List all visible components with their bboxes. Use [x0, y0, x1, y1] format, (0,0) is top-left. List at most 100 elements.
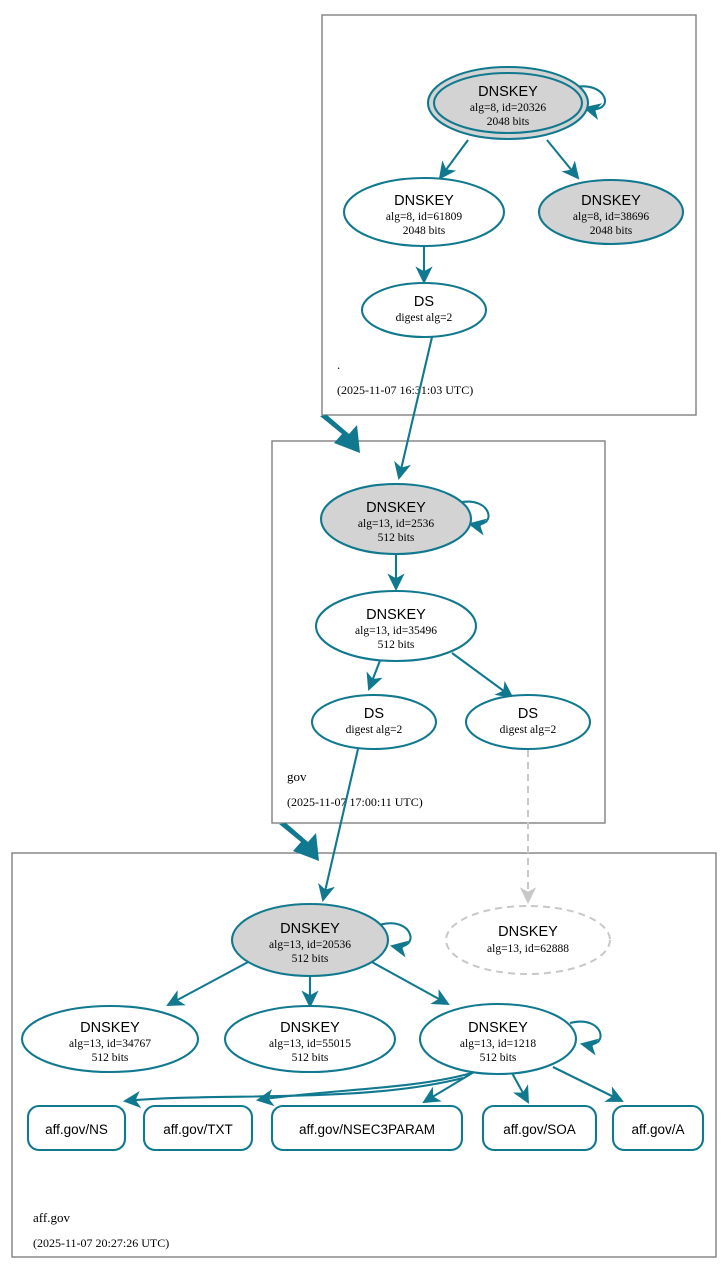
rrset-aff-gov-nsec3param[interactable]: aff.gov/NSEC3PARAM [270, 1104, 464, 1152]
edge-aff-20536-to-1218 [369, 960, 450, 1006]
node-root-ksk-20326[interactable]: DNSKEY alg=8, id=20326 2048 bits [426, 65, 590, 141]
zone-root: . (2025-11-07 16:31:03 UTC) [321, 14, 697, 416]
node-aff-key-55015-title: DNSKEY [280, 1020, 340, 1036]
node-aff-ksk-20536[interactable]: DNSKEY alg=13, id=20536 512 bits [230, 902, 390, 978]
node-root-ksk-20326-title: DNSKEY [478, 84, 538, 100]
rrset-aff-gov-nsec3param-label: aff.gov/NSEC3PARAM [299, 1122, 435, 1137]
node-gov-zsk-35496-title: DNSKEY [366, 607, 426, 623]
node-gov-ds-a-line2: digest alg=2 [346, 724, 403, 736]
edge-aff-1218-to-soa [511, 1072, 530, 1104]
node-aff-key-34767-line3: 512 bits [92, 1052, 129, 1064]
rrset-aff-gov-a-label: aff.gov/A [631, 1122, 684, 1137]
node-root-ksk-20326-line2: alg=8, id=20326 [470, 102, 546, 114]
zone-root-timestamp: (2025-11-07 16:31:03 UTC) [337, 383, 473, 397]
rrset-aff-gov-txt[interactable]: aff.gov/TXT [142, 1104, 254, 1152]
node-root-zsk-61809-title: DNSKEY [394, 193, 454, 209]
node-root-ds-gov[interactable]: DS digest alg=2 [360, 281, 488, 339]
node-gov-zsk-35496[interactable]: DNSKEY alg=13, id=35496 512 bits [314, 589, 478, 663]
rrset-aff-gov-nsec3param-box [270, 1104, 464, 1152]
node-gov-ds-b-line2: digest alg=2 [500, 724, 557, 736]
rrset-aff-gov-soa[interactable]: aff.gov/SOA [481, 1104, 598, 1152]
node-root-key-38696-line3: 2048 bits [590, 225, 633, 237]
node-root-zsk-61809[interactable]: DNSKEY alg=8, id=61809 2048 bits [342, 176, 506, 248]
node-aff-key-62888[interactable]: DNSKEY alg=13, id=62888 [445, 905, 611, 975]
node-root-ksk-20326-inner [432, 71, 584, 135]
zone-affgov-border [11, 852, 717, 1258]
node-gov-zsk-35496-ellipse [314, 589, 478, 663]
edge-aff-1218-to-txt [255, 1071, 473, 1107]
node-aff-key-34767[interactable]: DNSKEY alg=13, id=34767 512 bits [20, 1004, 200, 1074]
node-gov-zsk-35496-line3: 512 bits [378, 639, 415, 651]
node-root-key-38696[interactable]: DNSKEY alg=8, id=38696 2048 bits [537, 178, 685, 246]
edge-root-ds-to-gov-ksk [394, 336, 434, 481]
node-root-zsk-61809-line3: 2048 bits [403, 225, 446, 237]
node-gov-ksk-2536[interactable]: DNSKEY alg=13, id=2536 512 bits [319, 482, 473, 556]
root-edges [415, 85, 606, 285]
edge-gov-35496-to-ds-a [366, 657, 383, 691]
node-gov-ksk-2536-ellipse [319, 482, 473, 556]
affgov-edges [122, 922, 624, 1109]
edge-aff-1218-to-a [552, 1066, 624, 1102]
zone-root-label: . [337, 357, 340, 372]
rrset-aff-gov-ns-box [26, 1104, 127, 1152]
node-gov-ksk-2536-title: DNSKEY [366, 500, 426, 516]
zone-gov-label: gov [287, 769, 307, 784]
zone-gov-timestamp: (2025-11-07 17:00:11 UTC) [287, 795, 423, 809]
edge-gov-2536-self [456, 500, 490, 536]
node-gov-zsk-35496-line2: alg=13, id=35496 [355, 625, 437, 637]
rrset-aff-gov-ns[interactable]: aff.gov/NS [26, 1104, 127, 1152]
rrset-aff-gov-a[interactable]: aff.gov/A [611, 1104, 705, 1152]
rrset-aff-gov-a-box [611, 1104, 705, 1152]
rrset-aff-gov-txt-box [142, 1104, 254, 1152]
zone-root-border [321, 14, 697, 416]
delegation-root-to-gov-arrow [320, 415, 360, 453]
edge-aff-1218-to-nsec3param [422, 1068, 480, 1104]
node-aff-key-55015-ellipse [223, 1004, 397, 1074]
node-aff-key-1218-line3: 512 bits [480, 1052, 517, 1064]
edge-aff-1218-to-ns [122, 1076, 464, 1109]
node-aff-key-55015-line2: alg=13, id=55015 [269, 1038, 351, 1050]
node-gov-ds-a[interactable]: DS digest alg=2 [310, 693, 438, 751]
zone-gov-border [271, 440, 606, 824]
edge-gov-35496-to-ds-b [451, 652, 514, 699]
gov-edges [366, 500, 514, 699]
node-root-key-38696-title: DNSKEY [581, 193, 641, 209]
edge-root-20326-self [570, 85, 606, 121]
rrset-aff-gov-ns-label: aff.gov/NS [45, 1122, 108, 1137]
edge-root-20326-to-38696 [546, 139, 580, 180]
rrset-aff-gov-soa-box [481, 1104, 598, 1152]
edge-aff-20536-self [378, 922, 412, 958]
zone-affgov-label: aff.gov [33, 1210, 70, 1225]
node-aff-key-1218[interactable]: DNSKEY alg=13, id=1218 512 bits [418, 1002, 578, 1076]
node-aff-ksk-20536-title: DNSKEY [280, 921, 340, 937]
node-aff-ksk-20536-ellipse [230, 902, 390, 978]
node-aff-key-1218-line2: alg=13, id=1218 [460, 1038, 536, 1050]
node-root-ksk-20326-line3: 2048 bits [487, 116, 530, 128]
node-aff-key-1218-ellipse [418, 1002, 578, 1076]
node-aff-key-34767-line2: alg=13, id=34767 [69, 1038, 151, 1050]
node-gov-ksk-2536-line3: 512 bits [378, 532, 415, 544]
rrset-aff-gov-soa-label: aff.gov/SOA [503, 1122, 576, 1137]
node-root-ds-gov-line2: digest alg=2 [396, 312, 453, 324]
zone-affgov-timestamp: (2025-11-07 20:27:26 UTC) [33, 1236, 169, 1250]
delegation-root-to-gov [320, 415, 360, 453]
edge-aff-1218-self [569, 1020, 602, 1056]
node-aff-key-34767-title: DNSKEY [80, 1020, 140, 1036]
node-aff-ksk-20536-line3: 512 bits [292, 953, 329, 965]
node-gov-ds-a-ellipse [310, 693, 438, 751]
edge-aff-20536-to-34767 [166, 960, 251, 1006]
node-root-key-38696-line2: alg=8, id=38696 [573, 211, 649, 223]
node-root-key-38696-ellipse [537, 178, 685, 246]
node-aff-key-55015[interactable]: DNSKEY alg=13, id=55015 512 bits [223, 1004, 397, 1074]
node-aff-key-34767-ellipse [20, 1004, 200, 1074]
node-gov-ds-b[interactable]: DS digest alg=2 [464, 693, 592, 751]
zone-affgov: aff.gov (2025-11-07 20:27:26 UTC) [11, 852, 717, 1258]
node-aff-key-62888-title: DNSKEY [498, 924, 558, 940]
delegation-gov-to-affgov [279, 823, 319, 861]
node-root-ds-gov-ellipse [360, 281, 488, 339]
node-gov-ds-b-ellipse [464, 693, 592, 751]
edge-root-20326-to-61809 [438, 139, 469, 180]
edge-gov-ds-a-to-aff-ksk [318, 748, 360, 903]
